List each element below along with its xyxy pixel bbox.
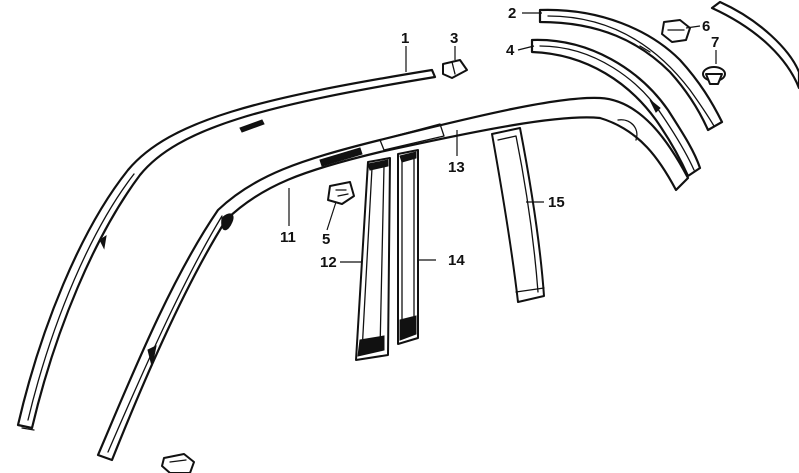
callout-11: 11 xyxy=(280,229,296,246)
part-12-pillar-trim xyxy=(355,157,391,361)
part-15-seal-strip xyxy=(491,127,545,303)
part-7-rivet xyxy=(702,66,726,85)
leader-lines xyxy=(288,12,717,263)
callout-5: 5 xyxy=(322,231,330,248)
part-11-inner-trim xyxy=(96,96,690,462)
part-1-roof-trim-outer xyxy=(16,68,437,431)
part-3-end-cap xyxy=(442,59,468,79)
callout-14: 14 xyxy=(448,252,465,269)
callout-7: 7 xyxy=(711,34,719,51)
callout-labels: 1 3 2 4 6 7 11 5 12 13 14 15 xyxy=(280,5,719,271)
callout-4: 4 xyxy=(506,42,515,59)
callout-15: 15 xyxy=(548,194,565,211)
callout-3: 3 xyxy=(450,30,458,47)
part-bottom-clip xyxy=(161,453,195,473)
part-5-clip xyxy=(327,181,355,205)
part-6-clip xyxy=(661,19,691,43)
callout-13: 13 xyxy=(448,159,465,176)
callout-12: 12 xyxy=(320,254,337,271)
callout-1: 1 xyxy=(401,30,409,47)
part-4-rear-arch-trim-lower xyxy=(530,38,702,178)
part-14-pillar-trim xyxy=(397,149,419,345)
part-2-rear-arch-trim xyxy=(538,8,724,132)
callout-2: 2 xyxy=(508,5,516,22)
callout-6: 6 xyxy=(702,18,710,35)
